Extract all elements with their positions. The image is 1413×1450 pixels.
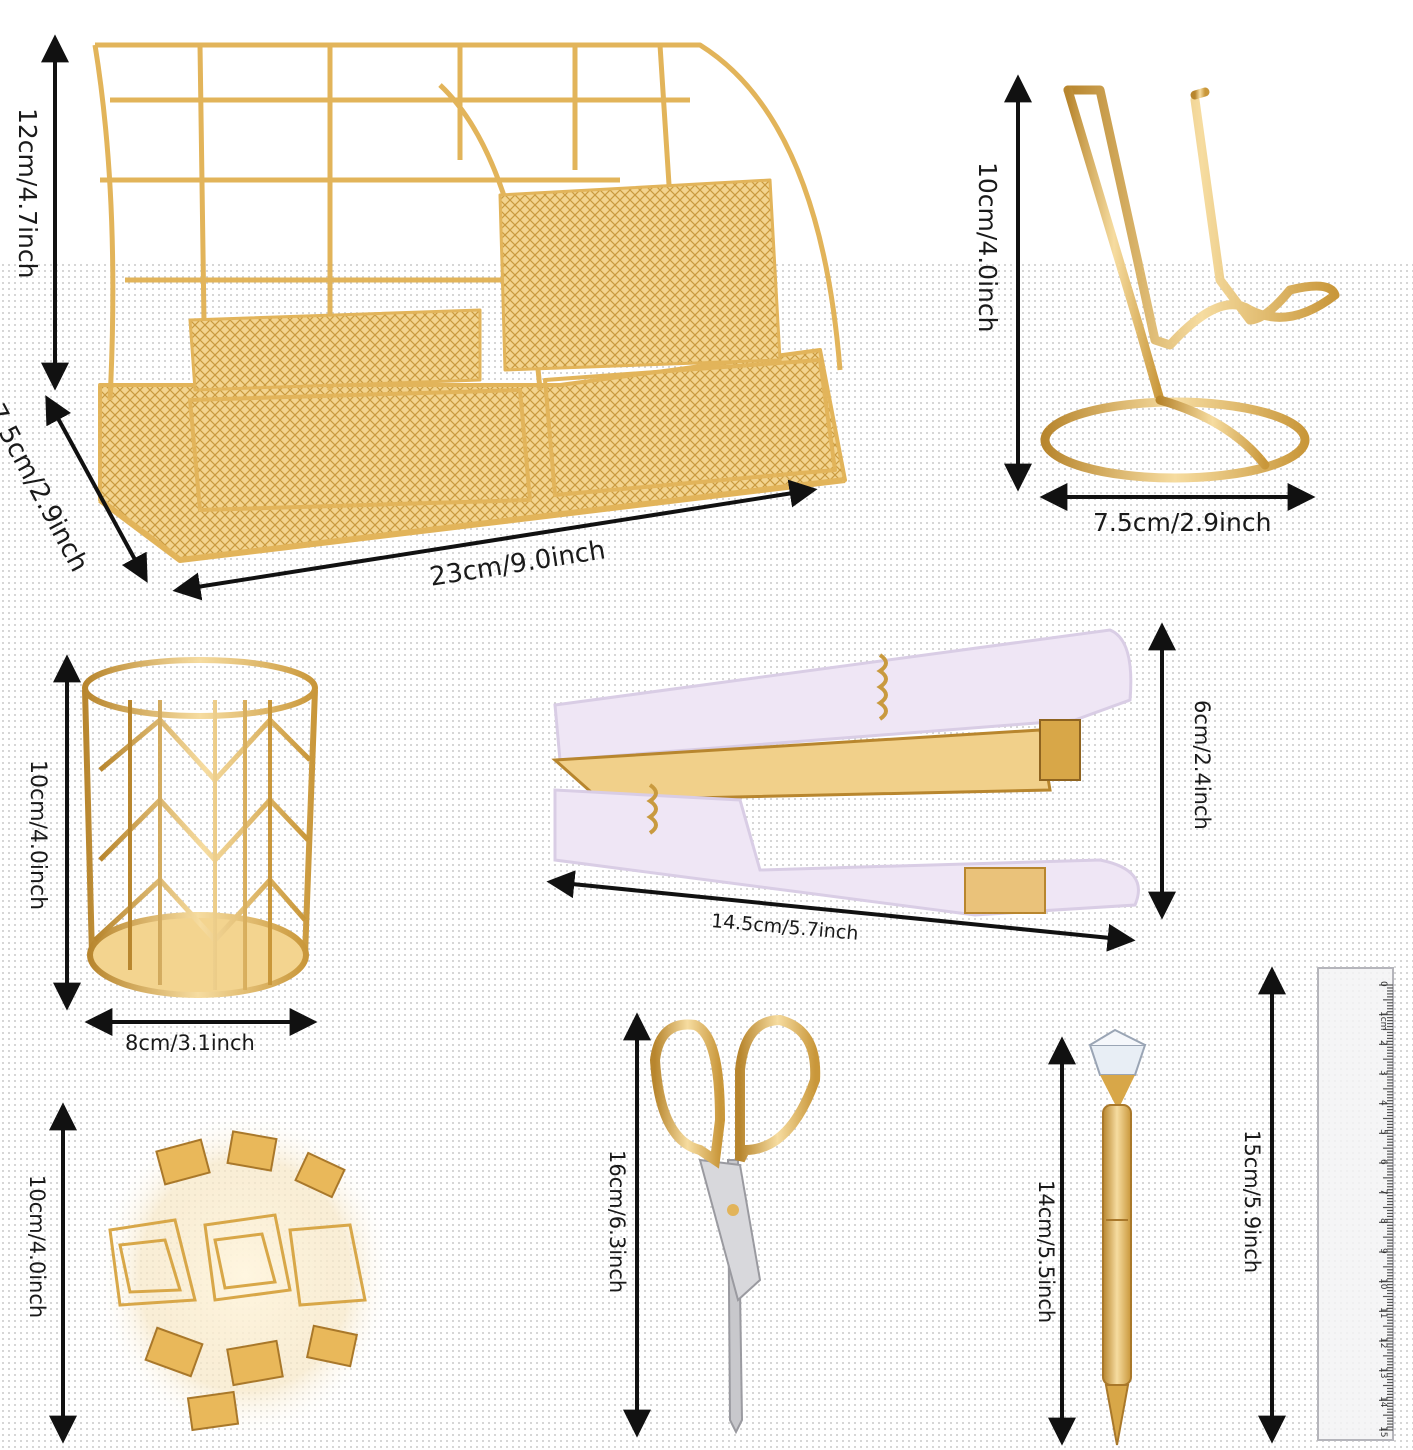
ruler-cm-label: 14 [1378, 1396, 1388, 1408]
ruler-cm-label: 6 [1378, 1159, 1388, 1165]
ruler-cm-label: 9 [1378, 1248, 1388, 1254]
ruler-cm-label: 2 [1378, 1040, 1388, 1047]
ruler-height-label: 15cm/5.9inch [1240, 1130, 1264, 1274]
ruler-cm-label: 8 [1378, 1218, 1388, 1225]
ruler-cm-label: 1cm [1378, 1010, 1388, 1031]
ruler-cm-label: 12 [1378, 1337, 1388, 1349]
stapler [551, 628, 1140, 917]
scissors-height-label: 16cm/6.3inch [605, 1150, 629, 1294]
ruler [1317, 967, 1394, 1441]
phone-stand [1040, 85, 1340, 483]
stapler-width-arrow [546, 870, 1136, 952]
organizer-side-pocket [498, 178, 782, 372]
ruler-cm-label: 11 [1378, 1307, 1388, 1319]
pen [1088, 1028, 1147, 1446]
holder-width-label: 8cm/3.1inch [125, 1031, 255, 1055]
ruler-cm-label: 15 [1378, 1426, 1388, 1438]
ruler-cm-label: 5 [1378, 1129, 1388, 1136]
stapler-height-label: 6cm/2.4inch [1190, 700, 1214, 830]
ruler-cm-label: 4 [1378, 1099, 1388, 1106]
ruler-cm-label: 0 [1378, 981, 1388, 987]
holder-height-label: 10cm/4.0inch [25, 760, 50, 911]
organizer-depth-arrow [45, 395, 148, 583]
stand-width-label: 7.5cm/2.9inch [1093, 508, 1272, 537]
pen-height-label: 14cm/5.5inch [1034, 1180, 1058, 1324]
ruler-cm-label: 10 [1378, 1277, 1388, 1290]
stand-height-label: 10cm/4.0inch [973, 162, 1002, 333]
ruler-cm-label: 3 [1378, 1070, 1388, 1076]
scissors [649, 1014, 821, 1435]
pen-holder [82, 657, 318, 998]
ruler-cm-label: 13 [1378, 1366, 1388, 1379]
organizer-width-arrow [172, 479, 818, 601]
binder-clips [95, 1110, 395, 1440]
organizer-height-label: 12cm/4.7inch [13, 108, 42, 279]
desk-organizer [92, 42, 847, 563]
clips-height-label: 10cm/4.0inch [25, 1175, 49, 1319]
ruler-cm-label: 7 [1378, 1188, 1388, 1195]
